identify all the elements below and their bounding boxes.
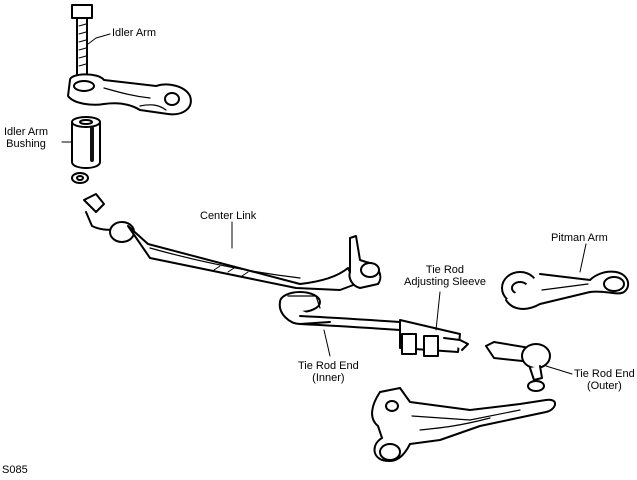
leader-lines <box>61 33 587 375</box>
label-tie-rod-adjusting-sleeve: Tie Rod Adjusting Sleeve <box>404 264 486 288</box>
inner-tie-rod <box>278 291 401 331</box>
label-pitman-arm: Pitman Arm <box>551 232 608 244</box>
label-idler-arm-bushing: Idler Arm Bushing <box>4 126 49 150</box>
outer-tie-rod-end <box>485 341 551 392</box>
leader-adjusting-sleeve <box>435 291 441 331</box>
pitman-arm <box>501 270 630 310</box>
leader-inner-end <box>323 329 331 357</box>
leader-idler-arm <box>87 33 111 45</box>
leader-pitman-arm <box>579 243 587 273</box>
leader-outer-end <box>545 365 573 375</box>
steering-knuckle <box>371 387 556 462</box>
label-center-link: Center Link <box>200 210 257 222</box>
figure-code: S085 <box>2 464 28 476</box>
label-tie-rod-end-inner: Tie Rod End (Inner) <box>298 360 359 384</box>
label-idler-arm: Idler Arm <box>112 27 157 39</box>
idler-arm-bolt <box>71 4 93 75</box>
tie-rod-adjusting-sleeve <box>399 319 469 357</box>
label-tie-rod-end-outer: Tie Rod End (Outer) <box>574 368 635 392</box>
idler-arm <box>67 73 192 116</box>
idler-arm-bushing <box>71 116 101 184</box>
center-link <box>83 193 382 291</box>
